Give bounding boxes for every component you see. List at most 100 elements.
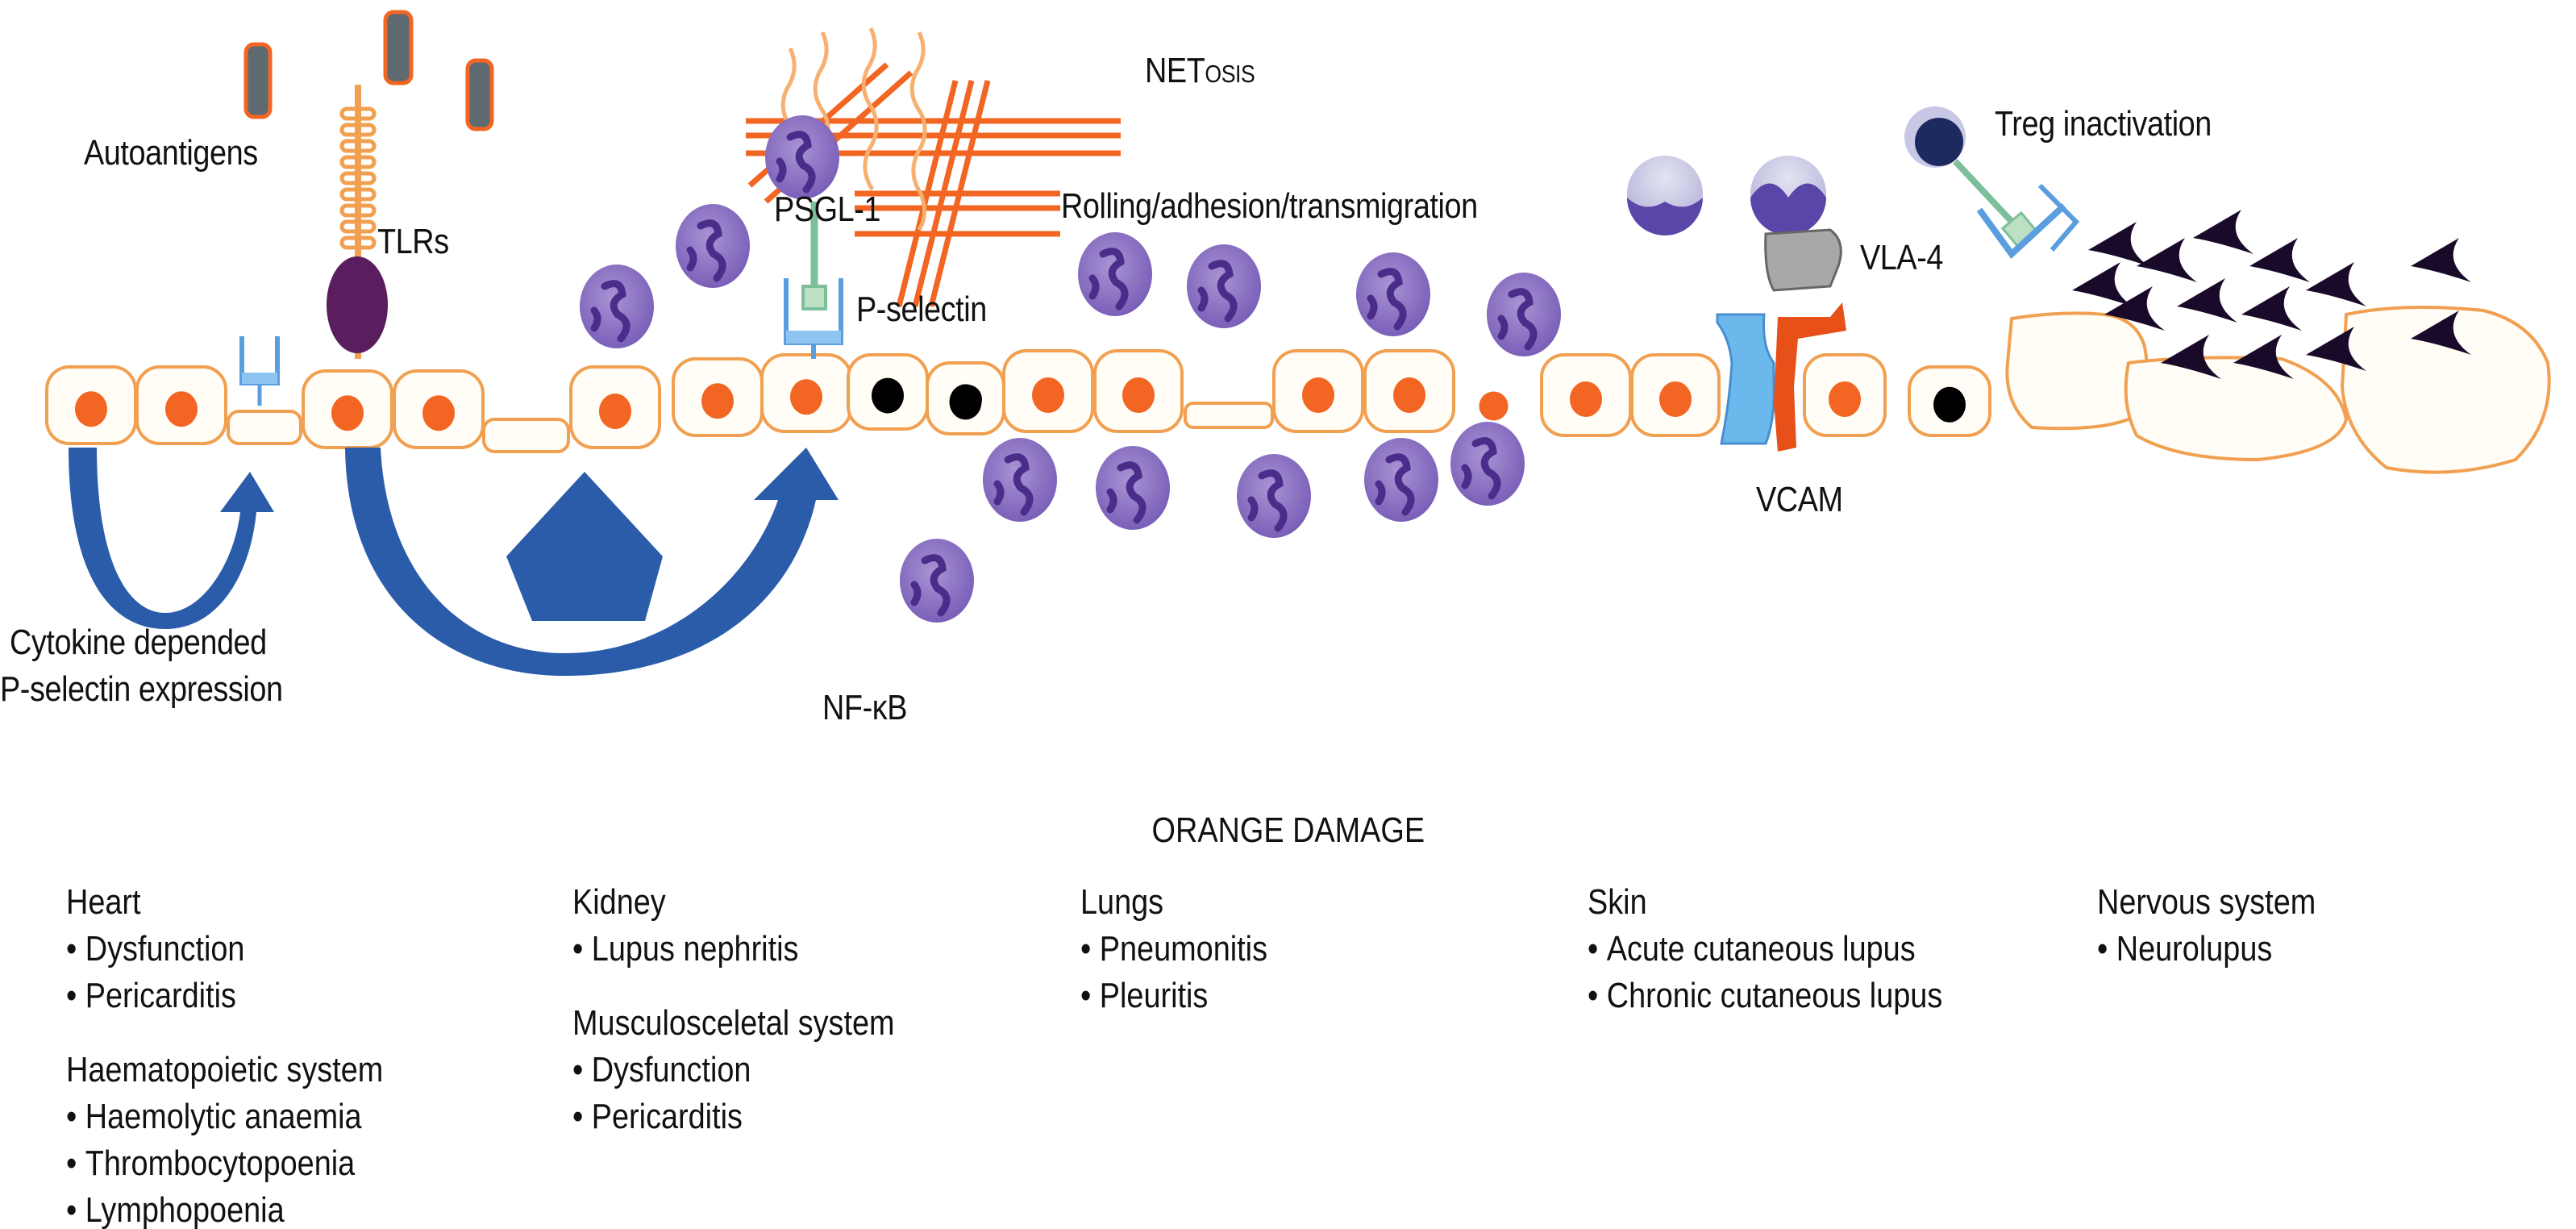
vcam-icon	[1774, 302, 1846, 452]
organ-manifestation: Pericarditis	[66, 973, 383, 1019]
label-netosis: NETosis	[1145, 51, 1255, 90]
label-nfkb: NF-κB	[822, 688, 908, 727]
activated-platelet-icon	[2193, 210, 2253, 254]
nucleus-icon	[790, 379, 822, 415]
endothelial-cell-icon	[1272, 349, 1364, 433]
organ-name: Kidney	[572, 882, 666, 922]
nucleus-icon	[422, 395, 455, 431]
nucleus-icon	[165, 391, 198, 427]
damage-column: SkinAcute cutaneous lupusChronic cutaneo…	[1588, 879, 1942, 1019]
organ-manifestation: Lupus nephritis	[572, 926, 895, 973]
nucleus-icon	[599, 394, 631, 429]
endothelial-cell-icon	[1630, 353, 1721, 437]
nucleus-icon	[1302, 377, 1334, 413]
endothelial-cell-icon	[672, 357, 764, 437]
activated-platelet-cluster-icon	[2072, 210, 2471, 379]
autoantigen-icon	[243, 10, 494, 131]
nucleus-icon	[1570, 381, 1602, 417]
activated-platelet-icon	[2306, 262, 2366, 306]
organ-group: Nervous systemNeurolupus	[2097, 879, 2316, 973]
endothelial-cell-row	[45, 349, 1991, 453]
treg-cell-icon	[1904, 106, 2080, 259]
organ-manifestation: Dysfunction	[66, 926, 383, 973]
nucleus-icon	[1659, 381, 1692, 417]
cytokine-loop-arrow-icon	[69, 448, 274, 629]
organ-manifestation: Pleuritis	[1080, 973, 1267, 1019]
label-psgl1: PSGL-1	[774, 190, 881, 229]
damage-column: HeartDysfunctionPericarditisHaematopoiet…	[66, 879, 383, 1229]
damage-title-text: ORANGE DAMAGE	[1151, 810, 1425, 850]
activated-platelet-icon	[2241, 286, 2302, 331]
activated-platelet-icon	[2104, 286, 2165, 331]
endothelial-cell-icon	[1908, 365, 1991, 437]
platelet-icon	[1750, 156, 1826, 235]
label-tlrs: TLRs	[377, 222, 449, 261]
label-autoantigens: Autoantigens	[84, 133, 258, 173]
endothelial-cell-icon	[760, 353, 852, 433]
organ-group: SkinAcute cutaneous lupusChronic cutaneo…	[1588, 879, 1942, 1019]
organ-group: Haematopoietic systemHaemolytic anaemiaT…	[66, 1047, 383, 1229]
endothelial-cell-icon	[227, 410, 302, 445]
organ-name: Nervous system	[2097, 882, 2316, 922]
apoptotic-nucleus-icon	[953, 385, 982, 414]
nucleus-icon	[1032, 377, 1064, 413]
damage-column: LungsPneumonitisPleuritis	[1080, 879, 1267, 1019]
organ-name: Haematopoietic system	[66, 1050, 384, 1089]
neutrophil-icon	[1237, 454, 1311, 538]
nucleus-icon	[1479, 391, 1509, 421]
label-cytokine-line1: Cytokine depended	[10, 623, 267, 662]
neutrophil-icon	[676, 204, 750, 288]
endothelial-cell-icon	[1093, 349, 1184, 433]
label-treg-inactivation: Treg inactivation	[1995, 104, 2212, 144]
activated-platelet-icon	[2411, 310, 2471, 355]
organ-name: Skin	[1588, 882, 1647, 922]
organ-manifestation: Pericarditis	[572, 1094, 895, 1140]
damage-column: Nervous systemNeurolupus	[2097, 879, 2316, 973]
nfkb-loop-arrow-icon	[345, 448, 839, 676]
endothelial-cell-icon	[847, 353, 929, 431]
nucleus-icon	[701, 383, 734, 419]
organ-group: LungsPneumonitisPleuritis	[1080, 879, 1267, 1019]
p-selectin-receptor-icon	[239, 336, 280, 406]
activated-platelet-icon	[2306, 327, 2366, 371]
activated-platelet-icon	[2072, 262, 2133, 306]
organ-group: KidneyLupus nephritis	[572, 879, 895, 973]
nucleus-icon	[75, 391, 107, 427]
label-vcam: VCAM	[1756, 480, 1843, 519]
neutrophil-icon	[1450, 422, 1525, 506]
vla4-icon	[1764, 228, 1842, 292]
neutrophil-icon	[1364, 438, 1438, 522]
label-p-selectin: P-selectin	[856, 290, 987, 329]
adhesion-molecule-icon	[1716, 313, 1775, 445]
activated-platelet-icon	[2161, 335, 2221, 379]
organ-manifestation: Acute cutaneous lupus	[1588, 926, 1942, 973]
neutrophil-icon	[1078, 232, 1152, 316]
neutrophil-icon	[765, 115, 839, 199]
nucleus-icon	[331, 395, 364, 431]
damaged-tissue-icon	[2005, 306, 2551, 474]
endothelial-cell-icon	[1540, 353, 1632, 437]
organ-name: Musculosceletal system	[572, 1003, 895, 1043]
label-cytokine-line2: P-selectin expression	[0, 669, 283, 709]
psgl1-icon	[801, 202, 827, 310]
activated-platelet-icon	[2137, 238, 2197, 282]
neutrophil-icon	[1356, 252, 1430, 336]
neutrophil-icon	[580, 265, 654, 348]
label-rolling-adhesion-transmigration: Rolling/adhesion/transmigration	[1061, 186, 1478, 226]
endothelial-cell-icon	[1002, 349, 1094, 433]
activated-platelet-icon	[2249, 238, 2310, 282]
tlr-cytoplasmic-domain-icon	[327, 256, 388, 353]
organ-manifestation: Chronic cutaneous lupus	[1588, 973, 1943, 1019]
nucleus-icon	[1122, 377, 1155, 413]
nucleus-icon	[1829, 381, 1861, 417]
endothelial-cell-icon	[302, 369, 393, 449]
endothelial-cell-icon	[45, 365, 137, 445]
organ-name: Lungs	[1080, 882, 1164, 922]
p-selectin-icon	[784, 278, 843, 359]
organ-manifestation: Thrombocytopoenia	[66, 1140, 383, 1187]
apoptotic-nucleus-icon	[1933, 386, 1966, 423]
organ-manifestation: Haemolytic anaemia	[66, 1094, 383, 1140]
